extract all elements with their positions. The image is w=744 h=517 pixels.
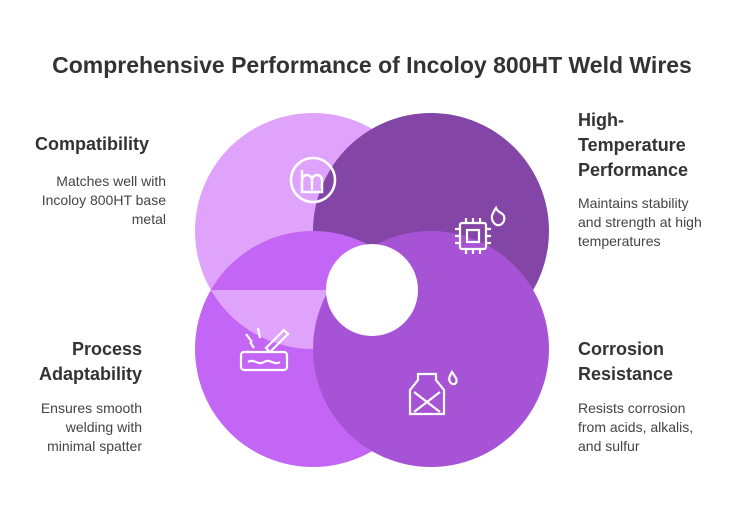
process-heading-line: Adaptability [38,364,142,384]
high-temperature-desc-line: and strength at high [578,214,702,230]
corrosion-desc-line: and sulfur [578,438,640,454]
corrosion-heading-line: Corrosion [578,339,665,359]
hot-chip-icon [455,205,506,254]
high-temperature-description: Maintains stability and strength at high… [578,194,738,251]
process-heading-line: Process [71,339,142,359]
compatibility-heading: Compatibility [35,134,150,154]
high-temperature-heading-line: High- [578,110,624,130]
high-temperature-desc-line: temperatures [578,233,661,249]
welding-icon [239,327,290,372]
m-logo-icon [289,156,337,204]
process-heading: Process Adaptability [20,337,142,387]
compatibility-description: Matches well with Incoloy 800HT base met… [20,172,166,229]
high-temperature-heading: High- Temperature Performance [578,108,688,183]
high-temperature-heading-line: Temperature [578,135,686,155]
corrosion-description: Resists corrosion from acids, alkalis, a… [578,399,738,456]
high-temperature-heading-line: Performance [578,160,689,180]
compatibility-desc-line: Matches well with [56,173,166,189]
acid-container-icon [408,369,458,416]
high-temperature-desc-line: Maintains stability [578,195,689,211]
compatibility-desc-line: metal [131,211,166,227]
corrosion-desc-line: from acids, alkalis, [578,419,694,435]
page-title: Comprehensive Performance of Incoloy 800… [52,52,692,78]
process-description: Ensures smooth welding with minimal spat… [20,399,142,456]
corrosion-heading-line: Resistance [578,364,674,384]
corrosion-desc-line: Resists corrosion [578,400,686,416]
corrosion-heading: Corrosion Resistance [578,337,673,387]
compatibility-desc-line: Incoloy 800HT base [41,192,166,208]
process-desc-line: welding with [65,419,142,435]
center-hole [326,244,418,336]
process-desc-line: minimal spatter [47,438,142,454]
process-desc-line: Ensures smooth [40,400,142,416]
